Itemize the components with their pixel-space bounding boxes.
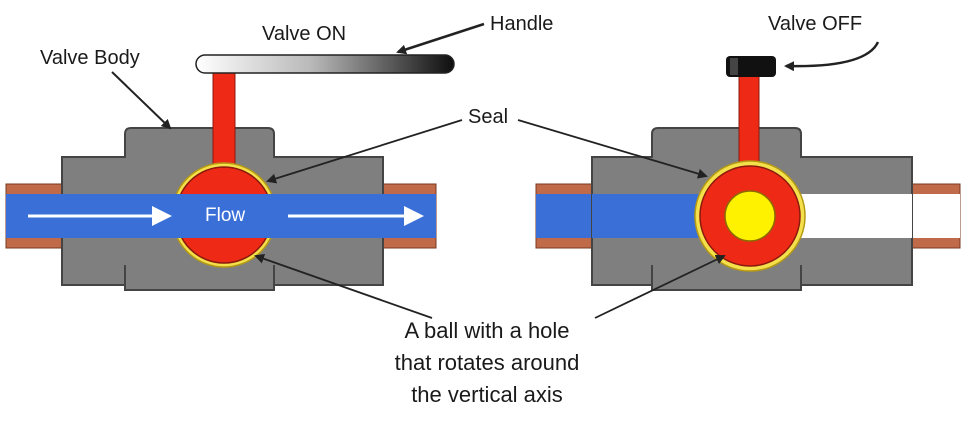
- handle-on: [195, 54, 455, 74]
- seal-leader-right: [517, 119, 708, 179]
- ball-caption-line1: A ball with a hole: [404, 318, 569, 343]
- valve-body-label: Valve Body: [40, 47, 140, 69]
- flow-arrowhead-left: [152, 206, 172, 226]
- flow-arrowhead-right: [404, 206, 424, 226]
- seal-label: Seal: [468, 106, 508, 128]
- valve-off-label: Valve OFF: [768, 13, 862, 35]
- valve-body-leader: [111, 71, 172, 130]
- valve-off-leader: [784, 41, 880, 72]
- ball-leader-right: [594, 254, 726, 319]
- ball-caption-line3: the vertical axis: [411, 382, 563, 407]
- handle-off: [726, 56, 776, 77]
- handle-label: Handle: [490, 13, 553, 35]
- valve-on-label: Valve ON: [262, 23, 346, 45]
- ball-hole: [724, 190, 776, 242]
- ball-caption-line2: that rotates around: [395, 350, 580, 375]
- annotations: Valve ON Handle Valve Body Valve OFF Sea…: [40, 13, 880, 407]
- ball-leader-left: [254, 253, 433, 319]
- flow-label: Flow: [205, 205, 245, 226]
- valve-off-assembly: [535, 56, 961, 291]
- handle-leader: [396, 22, 485, 55]
- seal-leader-left: [266, 119, 463, 184]
- valve-on-assembly: Flow: [5, 54, 455, 291]
